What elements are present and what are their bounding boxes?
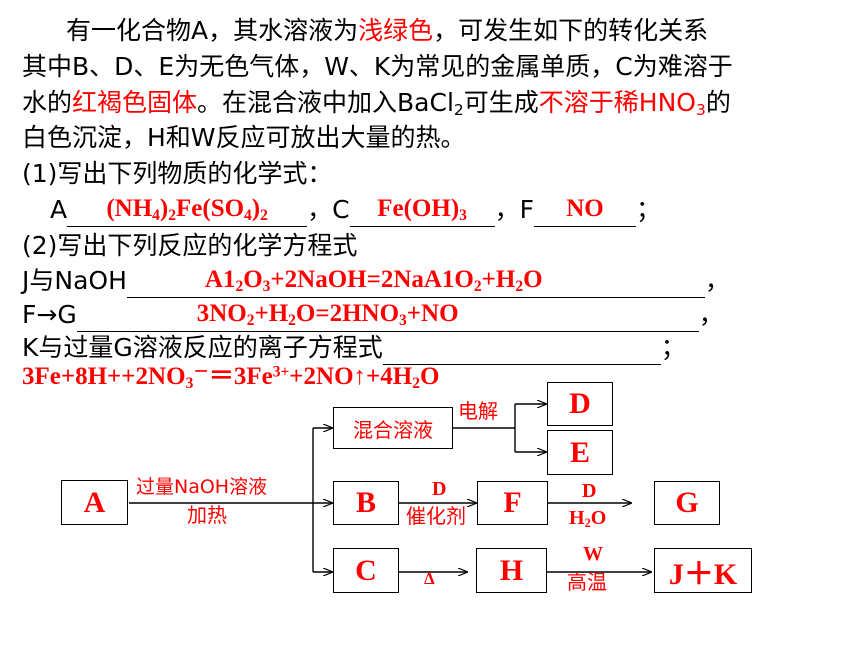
intro-line-2: 其中B、D、E为无色气体，W、K为常见的金属单质，C为难溶于	[22, 52, 733, 81]
label-heat: 加热	[187, 503, 227, 527]
label-a: A	[50, 195, 68, 224]
intro-line-4: 白色沉淀，H和W反应可放出大量的热。	[22, 123, 466, 152]
reaction-2-answer: 3NO2+H2O=2HNO3+NO	[196, 300, 459, 329]
label-high-temp: 高温	[567, 570, 607, 594]
node-b: B	[333, 481, 399, 525]
label-c: ，C	[307, 195, 350, 224]
label-fg-reagent: D	[582, 480, 597, 502]
reaction-2: F→G 3NO2+H2O=2HNO3+NO ，	[22, 298, 724, 332]
question-1-title: (1)写出下列物质的化学式：	[22, 159, 333, 188]
intro-highlight: 浅绿色	[358, 16, 434, 45]
answer-blank-c: Fe(OH)3	[349, 195, 495, 227]
answer-blank-a: (NH4)2Fe(SO4)2	[67, 195, 308, 227]
punctuation: ；	[635, 195, 661, 224]
intro-text: 水的	[22, 88, 73, 117]
intro-text: 的	[705, 88, 731, 117]
ionic-equation: 3Fe+8H++2NO3－＝3Fe3++2NO↑+4H2O	[22, 363, 440, 392]
question-2-title: (2)写出下列反应的化学方程式	[22, 231, 358, 260]
reaction-3: K与过量G溶液反应的离子方程式 ；	[22, 331, 686, 365]
question-1-answers: A (NH4)2Fe(SO4)2 ，C Fe(OH)3 ，F NO ；	[50, 193, 661, 227]
subscript: 3	[695, 100, 706, 119]
intro-text: ，可发生如下的转化关系	[433, 16, 709, 45]
label-water: H2O	[569, 507, 607, 531]
label-catalyst: 催化剂	[406, 504, 466, 528]
node-mixed-solution: 混合溶液	[333, 407, 453, 449]
label-w-reagent: W	[583, 543, 603, 565]
reaction-1-label: J与NaOH	[22, 266, 127, 295]
reaction-1: J与NaOH A12O3+2NaOH=2NaA1O2+H2O ，	[22, 264, 730, 298]
label-delta: Δ	[424, 569, 435, 588]
punctuation: ，	[704, 266, 730, 295]
node-a: A	[61, 480, 128, 525]
intro-highlight-text: 不溶于稀HNO	[538, 88, 696, 117]
node-e: E	[547, 430, 613, 475]
node-f: F	[477, 481, 548, 525]
intro-line-3: 水的红褐色固体。在混合液中加入BaCl2可生成不溶于稀HNO3的	[22, 86, 731, 120]
intro-line-1: 有一化合物A，其水溶液为浅绿色，可发生如下的转化关系	[66, 14, 708, 48]
node-c: C	[333, 548, 399, 593]
reaction-3-label: K与过量G溶液反应的离子方程式	[22, 333, 383, 362]
node-h: H	[476, 548, 547, 593]
reaction-2-label: F→G	[22, 300, 77, 329]
intro-text: 有一化合物A，其水溶液为	[66, 16, 359, 45]
label-excess-naoh: 过量NaOH溶液	[136, 476, 268, 498]
answer-c: Fe(OH)3	[377, 195, 467, 224]
intro-highlight: 不溶于稀HNO3	[538, 88, 706, 119]
punctuation: ，	[698, 300, 724, 329]
reaction-3-blank	[382, 338, 661, 365]
reaction-2-blank: 3NO2+H2O=2HNO3+NO	[76, 300, 699, 332]
answer-a: (NH4)2Fe(SO4)2	[106, 195, 268, 224]
intro-text: 。在混合液中加入BaCl	[197, 88, 454, 117]
label-bf-reagent: D	[432, 478, 447, 500]
subscript: 2	[453, 100, 464, 119]
reaction-1-blank: A12O3+2NaOH=2NaA1O2+H2O	[126, 266, 705, 298]
intro-highlight: 红褐色固体	[72, 88, 198, 117]
punctuation: ；	[660, 333, 686, 362]
node-j-k: J＋K	[654, 548, 752, 593]
answer-blank-f: NO	[533, 195, 636, 227]
node-d: D	[547, 382, 613, 426]
node-g: G	[654, 481, 720, 525]
label-f: ，F	[494, 195, 534, 224]
label-electrolysis: 电解	[458, 399, 498, 423]
intro-text: 可生成	[463, 88, 539, 117]
reaction-1-answer: A12O3+2NaOH=2NaA1O2+H2O	[204, 266, 543, 295]
answer-f: NO	[566, 195, 604, 222]
